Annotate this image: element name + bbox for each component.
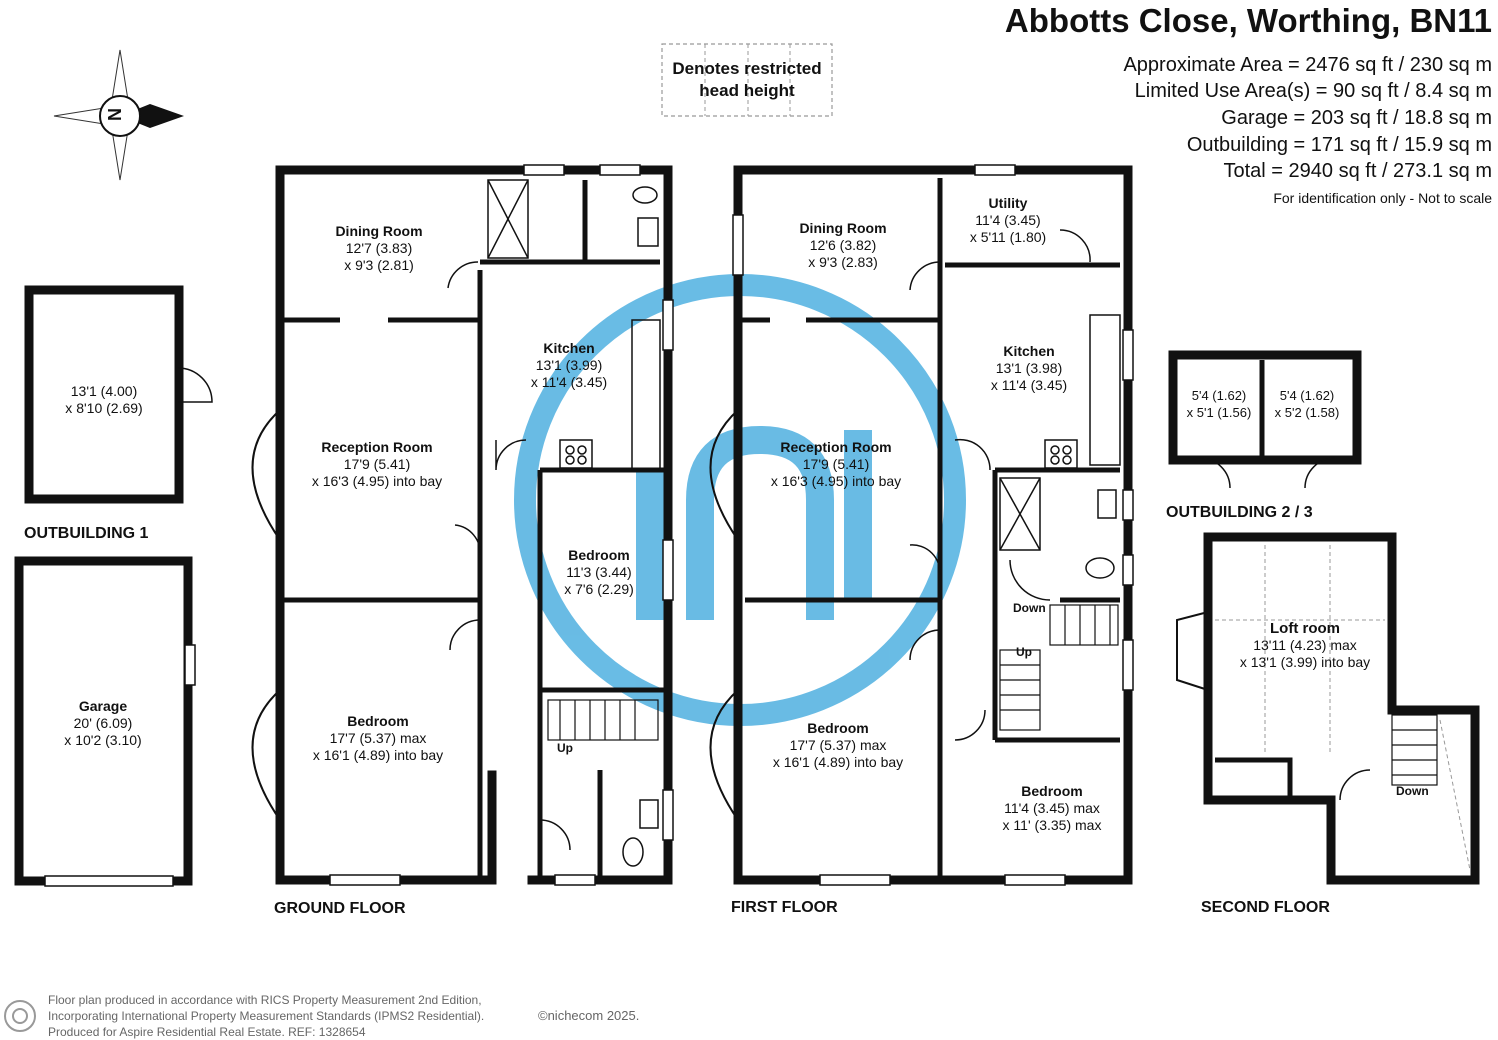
area-approximate: Approximate Area = 2476 sq ft / 230 sq m [1123, 54, 1492, 76]
room-outbuilding-3: 5'4 (1.62)x 5'2 (1.58) [1274, 388, 1340, 420]
restricted-legend-text: Denotes restricted head height [672, 59, 822, 100]
restricted-legend-box [661, 43, 833, 117]
area-garage: Garage = 203 sq ft / 18.8 sq m [1221, 107, 1492, 129]
page-title: Abbotts Close, Worthing, BN11 [1004, 2, 1492, 39]
identification-note: For identification only - Not to scale [1273, 190, 1492, 206]
compass-north-label: N [105, 108, 125, 121]
label-ground-floor: GROUND FLOOR [274, 900, 406, 917]
room-outbuilding-1: 13'1 (4.00)x 8'10 (2.69) [65, 383, 143, 416]
compass-icon [53, 49, 184, 181]
label-second-floor: SECOND FLOOR [1201, 899, 1330, 916]
room-outbuilding-2: 5'4 (1.62)x 5'1 (1.56) [1186, 388, 1252, 420]
label-outbuilding-1: OUTBUILDING 1 [24, 525, 149, 542]
area-outbuilding: Outbuilding = 171 sq ft / 15.9 sq m [1186, 134, 1492, 156]
measurement-logo-icon [4, 1000, 36, 1032]
stairs-up-ground: Up [557, 741, 573, 755]
stairs-down-second: Down [1396, 784, 1429, 798]
label-outbuilding-2-3: OUTBUILDING 2 / 3 [1166, 504, 1313, 521]
area-total: Total = 2940 sq ft / 273.1 sq m [1223, 160, 1493, 182]
footer-text: Floor plan produced in accordance with R… [48, 993, 485, 1039]
stairs-down-first: Down [1013, 601, 1046, 615]
stairs-up-first: Up [1016, 645, 1032, 659]
footer-copyright: ©nichecom 2025. [538, 1008, 640, 1023]
area-limited-use: Limited Use Area(s) = 90 sq ft / 8.4 sq … [1134, 80, 1492, 102]
label-first-floor: FIRST FLOOR [731, 899, 838, 916]
